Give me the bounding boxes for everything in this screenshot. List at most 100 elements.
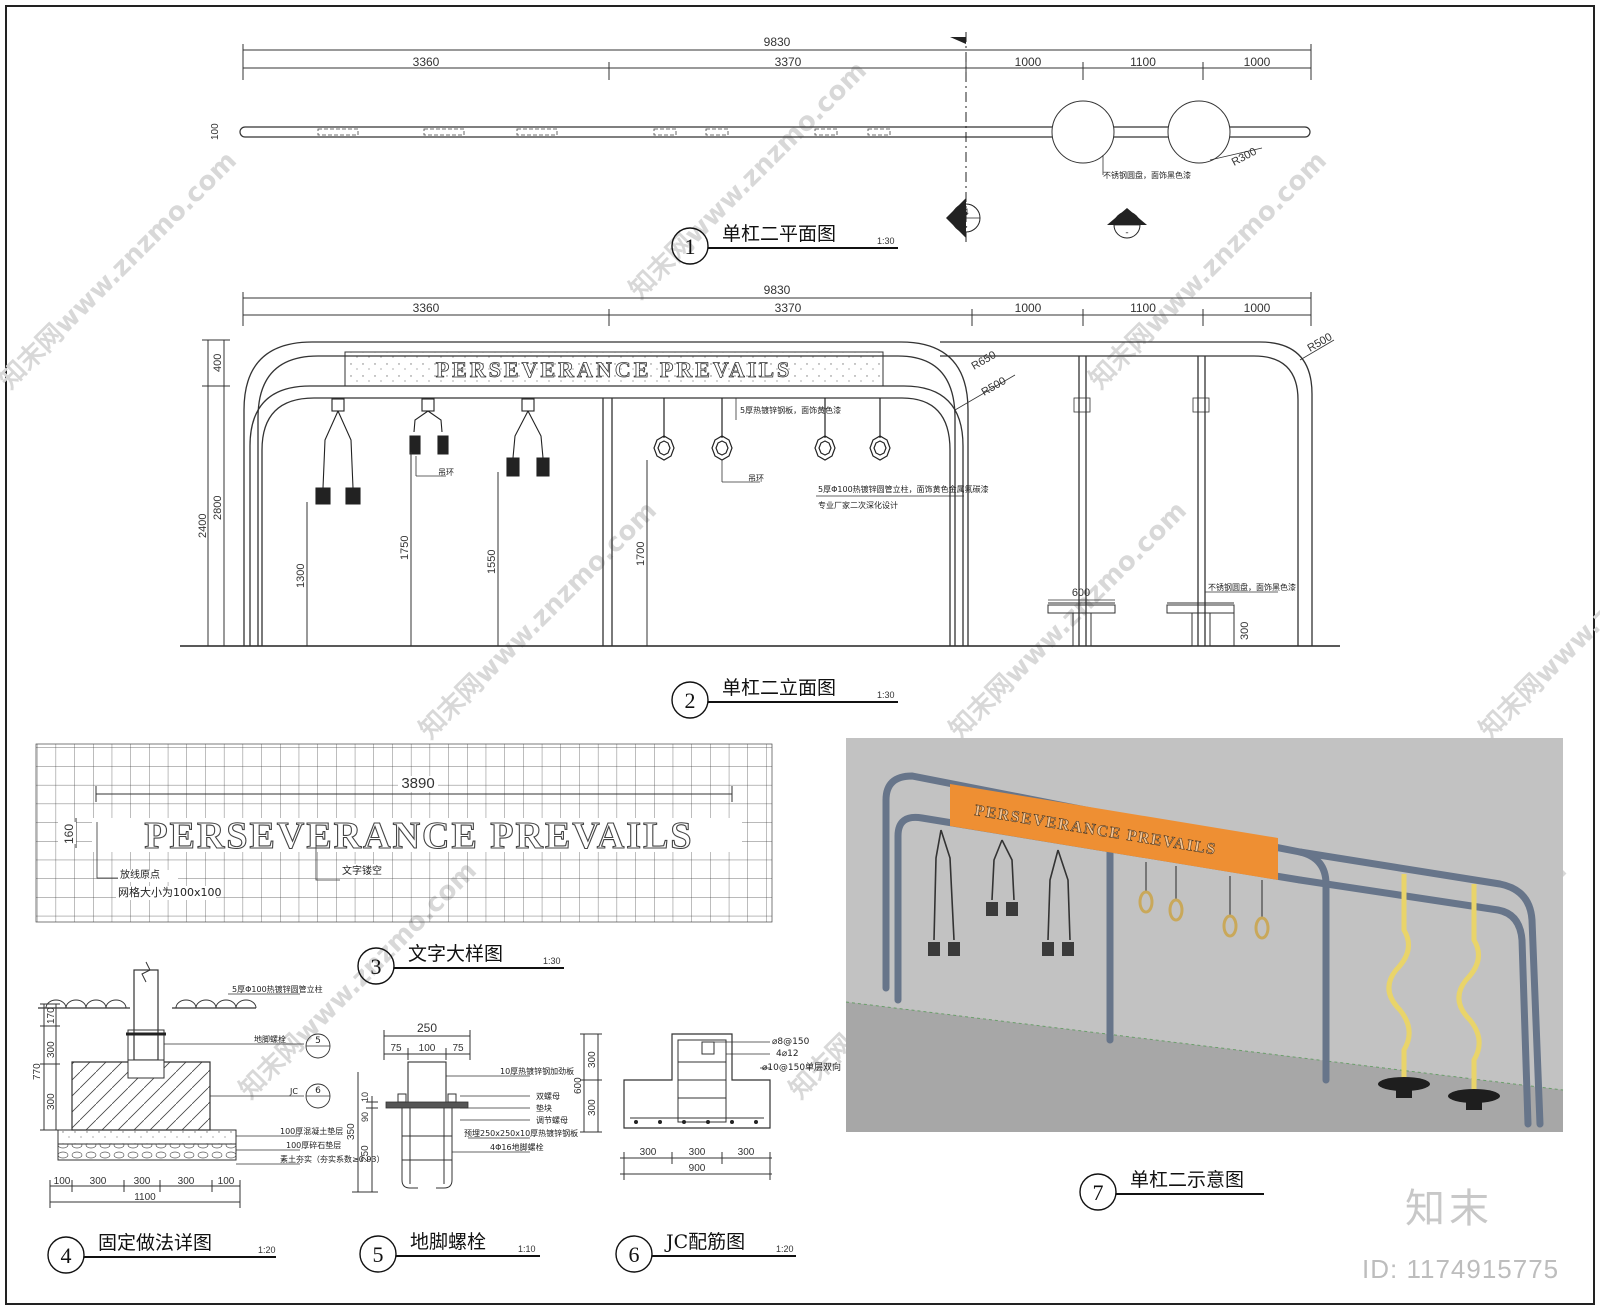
column-pipe	[133, 969, 159, 1061]
bolt-label: 地脚螺栓	[254, 1034, 286, 1044]
plan-title: 单杠二平面图	[722, 223, 836, 245]
fixing-dim: 170	[46, 1007, 57, 1024]
height-dim: 2800	[212, 496, 224, 520]
fixing-bottom-dim: 300	[134, 1176, 151, 1187]
height-dim: 1300	[295, 564, 307, 588]
jc-note: 4⌀12	[776, 1049, 799, 1059]
height-dim: 1550	[486, 550, 498, 574]
title-number: 5	[373, 1242, 384, 1267]
elevation-title: 单杠二立面图	[722, 677, 836, 699]
title-circle	[357, 947, 395, 985]
bolt-note: 10厚热镀锌钢加劲板	[500, 1066, 574, 1076]
cut-note: 文字镂空	[342, 864, 382, 877]
bolt-title: 地脚螺栓	[410, 1231, 486, 1253]
brand-id: ID: 1174915775	[1362, 1254, 1560, 1284]
jc-scale: 1:20	[776, 1244, 794, 1254]
title-circle	[359, 1235, 397, 1273]
bolt-note: 垫块	[536, 1103, 552, 1113]
title-circle	[671, 227, 709, 265]
plan-disc	[1051, 100, 1115, 164]
height-dim: 1700	[635, 542, 647, 566]
render-grips	[928, 902, 1074, 956]
bolt-side-dim: 250	[360, 1145, 371, 1162]
plan-bar-dim: 100	[210, 123, 221, 140]
elevation-dim: 3360	[413, 301, 440, 315]
jc-detail-view: ⌀8@150 4⌀12 ⌀10@150单层双向 300 600 300 300 …	[573, 1033, 841, 1273]
render-rings	[1138, 862, 1270, 940]
bolt-note: 预埋250x250x10厚热镀锌钢板	[464, 1128, 578, 1138]
jc-note: ⌀10@150单层双向	[762, 1061, 841, 1073]
watermark: 知末网www.znzmo.com	[624, 56, 873, 305]
title-circle	[615, 1235, 653, 1273]
render-poles	[1386, 874, 1482, 1098]
fixing-title: 固定做法详图	[98, 1232, 212, 1254]
bolt-note: 调节螺母	[536, 1115, 568, 1125]
title-number: 2	[685, 688, 696, 713]
jc-bottom-dim: 300	[738, 1147, 755, 1158]
text-height-dim: 160	[62, 824, 76, 844]
title-number: 6	[629, 1242, 640, 1267]
height-dim: 1750	[399, 536, 411, 560]
disc-width-dim: 600	[1072, 587, 1090, 599]
plan-dim: 1100	[1130, 55, 1156, 69]
jc-side-dim: 300	[587, 1051, 598, 1068]
fixing-column-note: 5厚Φ100热镀锌圆管立柱	[232, 984, 323, 994]
elevation-sign	[344, 351, 884, 387]
plan-disc-note: 不锈钢圆盘，面饰黑色漆	[1103, 170, 1191, 180]
jc-title: JC配筋图	[664, 1231, 745, 1253]
grid-note: 网格大小为100x100	[118, 885, 222, 899]
plan-overall-dim: 9830	[764, 35, 791, 49]
plan-dim: 3360	[413, 55, 440, 69]
render-view: PERSEVERANCE PREVAILS 7 单杠二示意图	[845, 738, 1564, 1211]
jc-note: ⌀8@150	[772, 1037, 810, 1047]
fixing-bottom-dim: 100	[54, 1176, 71, 1187]
disc-note: 不锈钢圆盘，面饰黑色漆	[1208, 582, 1296, 592]
plan-bar	[239, 126, 1311, 138]
bolt-top-dim: 250	[417, 1021, 437, 1035]
section-ref: 2	[1124, 215, 1130, 225]
plan-dim: 3370	[775, 55, 802, 69]
bolt-ref: 5	[315, 1036, 321, 1046]
brand-logo: 知末	[1405, 1186, 1493, 1232]
text-detail-scale: 1:30	[543, 956, 561, 966]
plan-scale: 1:30	[877, 236, 895, 246]
jc-footing	[623, 1033, 771, 1129]
jc-label: JC	[289, 1087, 298, 1096]
watermark: 知末网www.znzmo.com	[944, 496, 1193, 745]
section-ref: 4	[963, 208, 969, 218]
drawing-border	[5, 5, 1595, 1305]
render-ground	[846, 1002, 1563, 1132]
height-dim: 300	[1239, 622, 1251, 640]
elevation-dim: 1100	[1130, 301, 1156, 315]
title-circle	[671, 681, 709, 719]
watermark: 知末网www.znzmo.com	[414, 496, 663, 745]
ring-note: 吊环	[748, 474, 764, 483]
text-detail-title: 文字大样图	[408, 943, 503, 965]
watermark: 知末网www.znzmo.com	[1474, 496, 1600, 745]
title-number: 7	[1093, 1180, 1104, 1205]
watermark: 知末网www.znzmo.com	[0, 146, 243, 395]
handle-group	[315, 398, 550, 505]
bolt-note: 4Φ16地脚螺栓	[490, 1142, 544, 1152]
radius-label: R650	[970, 349, 999, 373]
title-number: 3	[371, 954, 382, 979]
layer-note: 100厚碎石垫层	[286, 1140, 341, 1150]
base-plate	[385, 1101, 469, 1109]
plan-dim: 1000	[1015, 55, 1042, 69]
radius-label: R500	[980, 375, 1009, 399]
elevation-dim: 3370	[775, 301, 802, 315]
bolt-note: 双螺母	[536, 1091, 560, 1101]
ring-note: 吊环	[438, 468, 454, 477]
bolt-top-dim: 100	[419, 1043, 436, 1054]
plan-view: 9830 3360 3370 1000 1100 1000 100 R300 不…	[210, 32, 1312, 265]
jc-side-dim: 600	[573, 1077, 584, 1094]
plate-note: 5厚热镀锌钢板，面饰黄色漆	[740, 405, 841, 415]
jc-total-dim: 900	[689, 1163, 706, 1174]
elevation-overall-dim: 9830	[764, 283, 791, 297]
jc-side-dim: 300	[587, 1099, 598, 1116]
render-handles	[933, 829, 1071, 941]
bolt-top-dim: 75	[452, 1043, 464, 1054]
plan-disc	[1167, 100, 1231, 164]
jc-bottom-dim: 300	[689, 1147, 706, 1158]
